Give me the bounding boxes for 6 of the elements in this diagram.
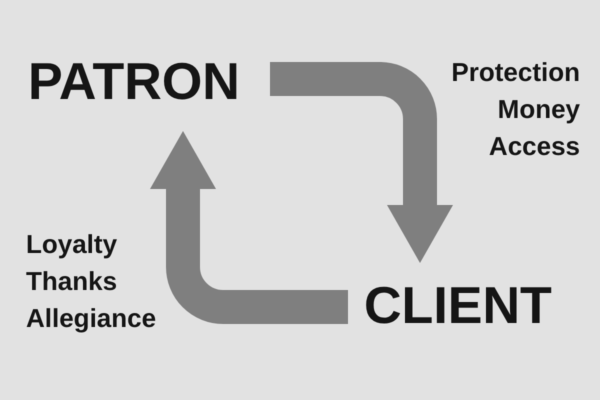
node-label: PATRON bbox=[28, 56, 241, 108]
arrow bbox=[150, 131, 348, 324]
node-label: CLIENT bbox=[364, 280, 553, 332]
edge-label: Loyalty Thanks Allegiance bbox=[26, 228, 156, 335]
arrow bbox=[270, 62, 453, 263]
edge-label: Protection Money Access bbox=[451, 56, 580, 163]
